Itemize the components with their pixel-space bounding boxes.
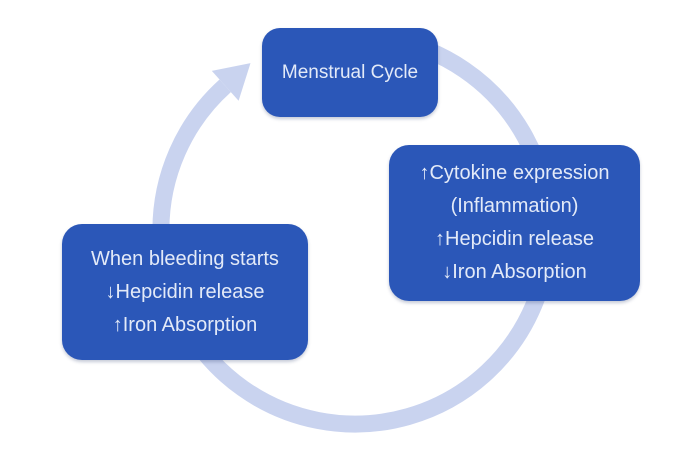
node-line: Menstrual Cycle — [281, 62, 419, 83]
node-line: ↓Hepcidin release — [105, 280, 265, 303]
node-line: (Inflammation) — [450, 195, 579, 217]
node-inflammation-response: ↑Cytokine expression (Inflammation) ↑Hep… — [389, 145, 640, 301]
node-bleeding-starts: When bleeding starts ↓Hepcidin release ↑… — [62, 224, 308, 360]
node-line: ↑Iron Absorption — [112, 313, 258, 336]
node-line: ↑Cytokine expression — [419, 162, 610, 184]
node-line: When bleeding starts — [91, 247, 279, 270]
node-line: ↓Iron Absorption — [442, 261, 587, 283]
arrowhead-icon — [211, 63, 251, 101]
node-menstrual-cycle: Menstrual Cycle — [262, 28, 438, 117]
node-line: ↑Hepcidin release — [435, 228, 594, 250]
